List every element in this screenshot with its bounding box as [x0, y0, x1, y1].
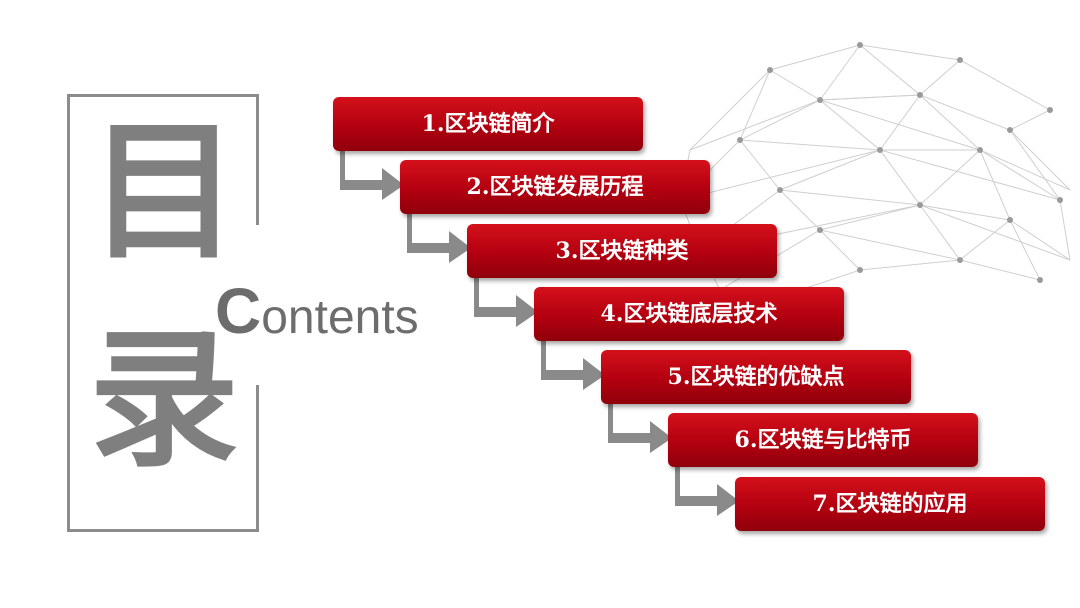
title-char-lu: 录	[88, 312, 239, 488]
contents-rest: ontents	[261, 291, 419, 344]
elbow-arrow-icon	[675, 464, 739, 516]
elbow-arrow-icon	[340, 148, 404, 200]
contents-initial: C	[215, 275, 262, 347]
title-frame-gap	[240, 225, 270, 385]
elbow-arrow-icon	[407, 211, 471, 263]
elbow-arrow-icon	[608, 401, 672, 453]
contents-heading: Contents	[215, 276, 419, 353]
menu-item-6[interactable]: 6.区块链与比特币	[668, 413, 978, 467]
menu-item-4[interactable]: 4.区块链底层技术	[534, 287, 844, 341]
title-char-mu: 目	[88, 104, 239, 280]
menu-item-5[interactable]: 5.区块链的优缺点	[601, 350, 911, 404]
elbow-arrow-icon	[541, 338, 605, 390]
elbow-arrow-icon	[474, 275, 538, 327]
menu-item-3[interactable]: 3.区块链种类	[467, 224, 777, 278]
menu-item-7[interactable]: 7.区块链的应用	[735, 477, 1045, 531]
menu-item-1[interactable]: 1.区块链简介	[333, 97, 643, 151]
menu-item-2[interactable]: 2.区块链发展历程	[400, 160, 710, 214]
